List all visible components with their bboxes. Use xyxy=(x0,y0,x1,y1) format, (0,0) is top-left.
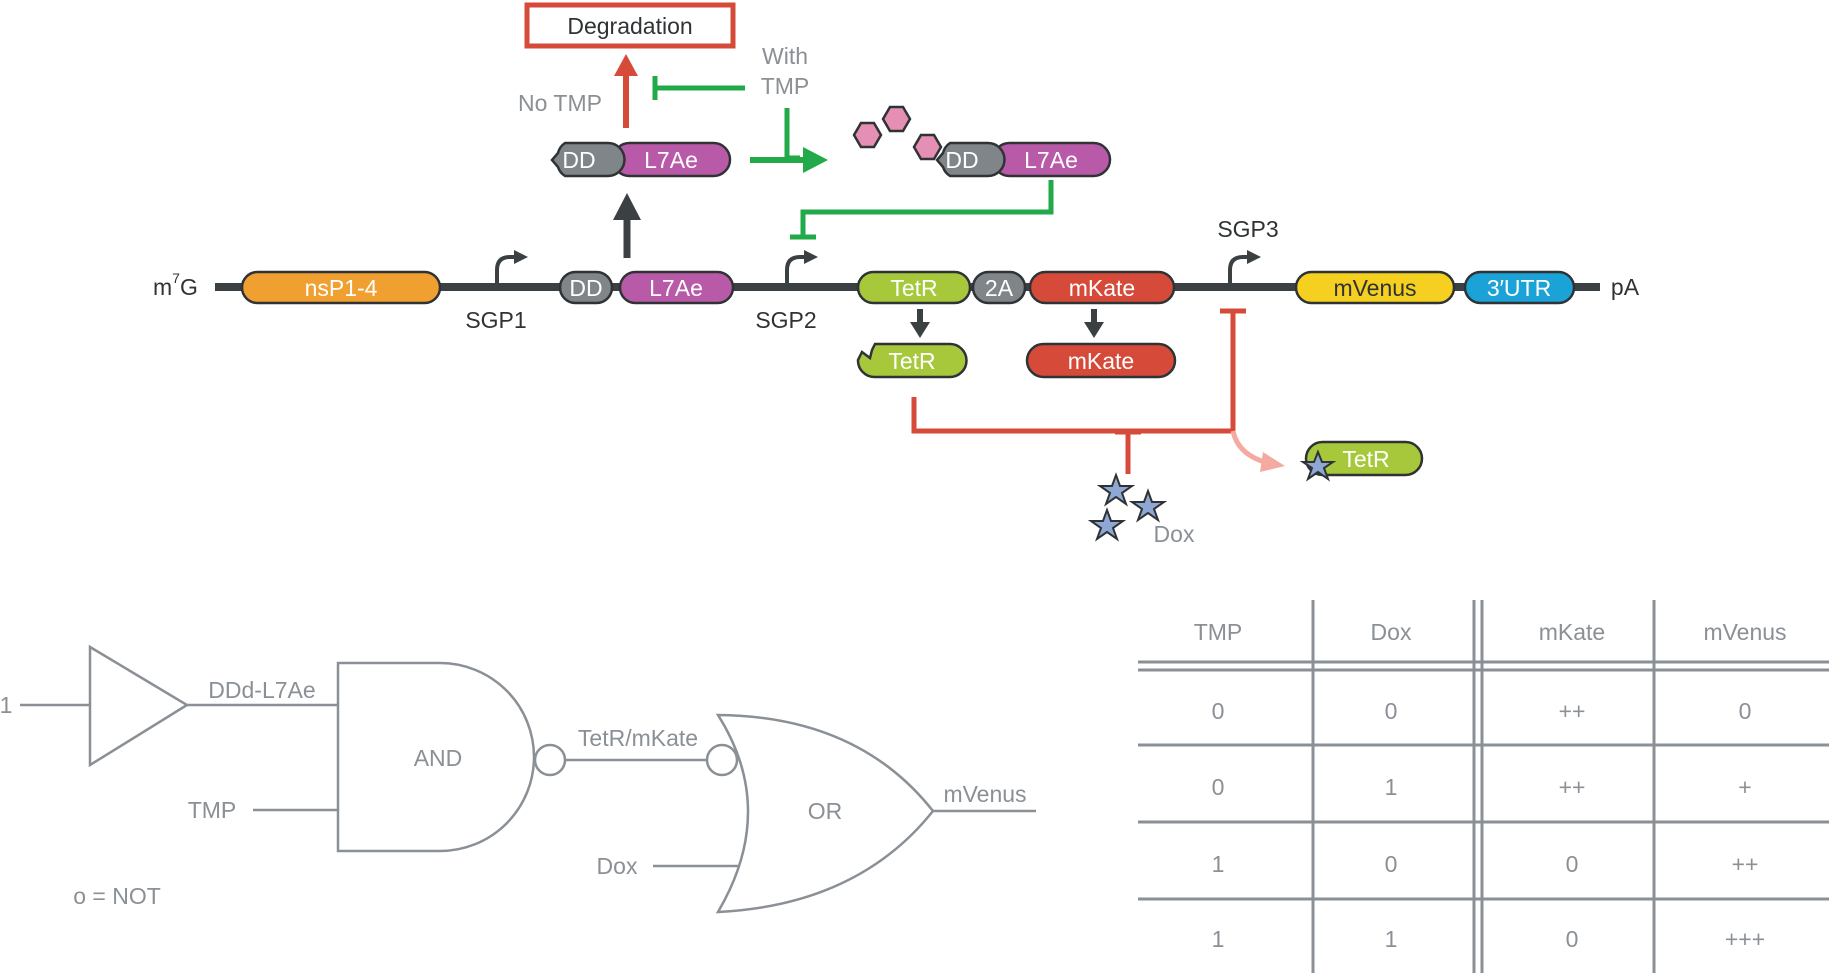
mvenus-domain: mVenus xyxy=(1294,270,1456,305)
dox-star-2 xyxy=(1128,488,1168,523)
not-legend: o = NOT xyxy=(73,883,161,909)
degradation-label: Degradation xyxy=(567,13,692,39)
or-output-label: mVenus xyxy=(943,781,1026,807)
tmp-hexagon-1 xyxy=(852,121,883,149)
t2a-domain: 2A xyxy=(971,270,1027,305)
dox-molecules xyxy=(1087,472,1168,542)
and-gate-label: AND xyxy=(414,745,463,771)
translation-arrow-l7ae xyxy=(613,193,641,258)
svg-text:DD: DD xyxy=(569,275,602,301)
tmp-hexagon-3 xyxy=(912,133,943,161)
with-tmp-label-line1: With xyxy=(762,43,808,69)
svg-text:TetR: TetR xyxy=(888,348,935,374)
dox-star-1 xyxy=(1096,472,1136,507)
dox-star-3 xyxy=(1087,507,1127,542)
dd-l7ae-protein-left: DD L7Ae xyxy=(550,141,732,178)
table-row: 0 1 ++ + xyxy=(1212,774,1752,800)
table-cell: + xyxy=(1738,774,1751,800)
tmp-molecules xyxy=(852,105,943,161)
table-cell: 1 xyxy=(1385,774,1398,800)
table-row: 1 0 0 ++ xyxy=(1212,851,1759,877)
no-tmp-label: No TMP xyxy=(518,90,602,116)
polya-label: pA xyxy=(1611,274,1640,300)
table-cell: ++ xyxy=(1732,851,1759,877)
table-cell: 0 xyxy=(1212,698,1225,724)
l7ae-inhibits-sgp2 xyxy=(790,180,1054,240)
or-gate xyxy=(715,713,935,914)
not-bubble-or xyxy=(705,743,739,777)
table-cell: ++ xyxy=(1559,774,1586,800)
svg-text:mKate: mKate xyxy=(1069,275,1135,301)
mkate-product: mKate xyxy=(1025,342,1177,379)
tetr-product: TetR xyxy=(856,342,968,379)
table-cell: +++ xyxy=(1725,926,1765,952)
table-cell: 0 xyxy=(1739,698,1752,724)
table-cell: 1 xyxy=(1385,926,1398,952)
tetr-dox-complex: TetR xyxy=(1299,440,1424,482)
sgp3-label: SGP3 xyxy=(1217,216,1278,242)
tetr-repression-network xyxy=(911,308,1246,474)
table-cell: 0 xyxy=(1566,926,1579,952)
logic-input-label: 1 xyxy=(0,692,12,718)
tmp-input-label: TMP xyxy=(188,797,237,823)
translation-arrow-mkate xyxy=(1084,309,1104,338)
or-gate-label: OR xyxy=(808,798,843,824)
table-row: 1 1 0 +++ xyxy=(1212,926,1766,952)
l7ae-right-label: L7Ae xyxy=(1024,147,1078,173)
with-tmp-label-line2: TMP xyxy=(761,73,810,99)
dd-left-label: DD xyxy=(562,147,595,173)
svg-text:L7Ae: L7Ae xyxy=(649,275,703,301)
cap-label: m7G xyxy=(153,270,198,300)
svg-text:3′UTR: 3′UTR xyxy=(1487,275,1551,301)
table-header-mvenus: mVenus xyxy=(1703,619,1786,645)
table-cell: 0 xyxy=(1385,851,1398,877)
not-bubble-and xyxy=(533,743,567,777)
dox-label: Dox xyxy=(1154,521,1195,547)
dd-l7ae-protein-right: DD L7Ae xyxy=(935,141,1112,178)
table-header-tmp: TMP xyxy=(1194,619,1243,645)
dox-star-bound xyxy=(1299,449,1337,482)
table-cell: 0 xyxy=(1385,698,1398,724)
no-tmp-arrow xyxy=(614,54,638,128)
truth-table: TMP Dox mKate mVenus 0 0 ++ 0 0 1 ++ + 1… xyxy=(1138,600,1829,973)
dox-input-label: Dox xyxy=(597,853,638,879)
table-header-dox: Dox xyxy=(1371,619,1412,645)
sgp3-promoter xyxy=(1228,250,1261,283)
tmp-hexagon-2 xyxy=(881,105,912,133)
svg-text:nsP1-4: nsP1-4 xyxy=(305,275,378,301)
tetr-dox-release-arrow xyxy=(1230,430,1285,472)
and-output-label: TetR/mKate xyxy=(578,725,698,751)
table-header-mkate: mKate xyxy=(1539,619,1605,645)
table-row: 0 0 ++ 0 xyxy=(1212,698,1752,724)
dd-right-label: DD xyxy=(945,147,978,173)
table-cell: 0 xyxy=(1212,774,1225,800)
l7ae-left-label: L7Ae xyxy=(644,147,698,173)
tetr-domain: TetR xyxy=(856,270,972,305)
degradation-box: Degradation xyxy=(524,2,736,49)
dd-l7ae-construct: DD L7Ae xyxy=(558,270,735,305)
nsp1-4-domain: nsP1-4 xyxy=(240,270,442,305)
table-cell: 0 xyxy=(1566,851,1579,877)
svg-text:TetR: TetR xyxy=(1342,446,1389,472)
logic-circuit: 1 DDd-L7Ae AND TMP TetR/mKate OR Dox mVe… xyxy=(0,644,1036,914)
sgp2-promoter xyxy=(785,250,818,283)
translation-arrow-tetr xyxy=(910,309,930,338)
stabilization-arrow xyxy=(750,147,828,173)
mkate-domain: mKate xyxy=(1028,270,1176,305)
table-cell: 1 xyxy=(1212,926,1225,952)
table-cell: 1 xyxy=(1212,851,1225,877)
table-cell: ++ xyxy=(1559,698,1586,724)
svg-text:2A: 2A xyxy=(985,275,1014,301)
utr-domain: 3′UTR xyxy=(1463,270,1576,305)
svg-text:TetR: TetR xyxy=(890,275,937,301)
sgp1-label: SGP1 xyxy=(465,307,526,333)
buffer-output-label: DDd-L7Ae xyxy=(208,677,315,703)
svg-text:mVenus: mVenus xyxy=(1333,275,1416,301)
svg-text:mKate: mKate xyxy=(1068,348,1134,374)
sgp2-label: SGP2 xyxy=(755,307,816,333)
buffer-gate xyxy=(88,644,190,768)
sgp1-promoter xyxy=(495,250,528,283)
